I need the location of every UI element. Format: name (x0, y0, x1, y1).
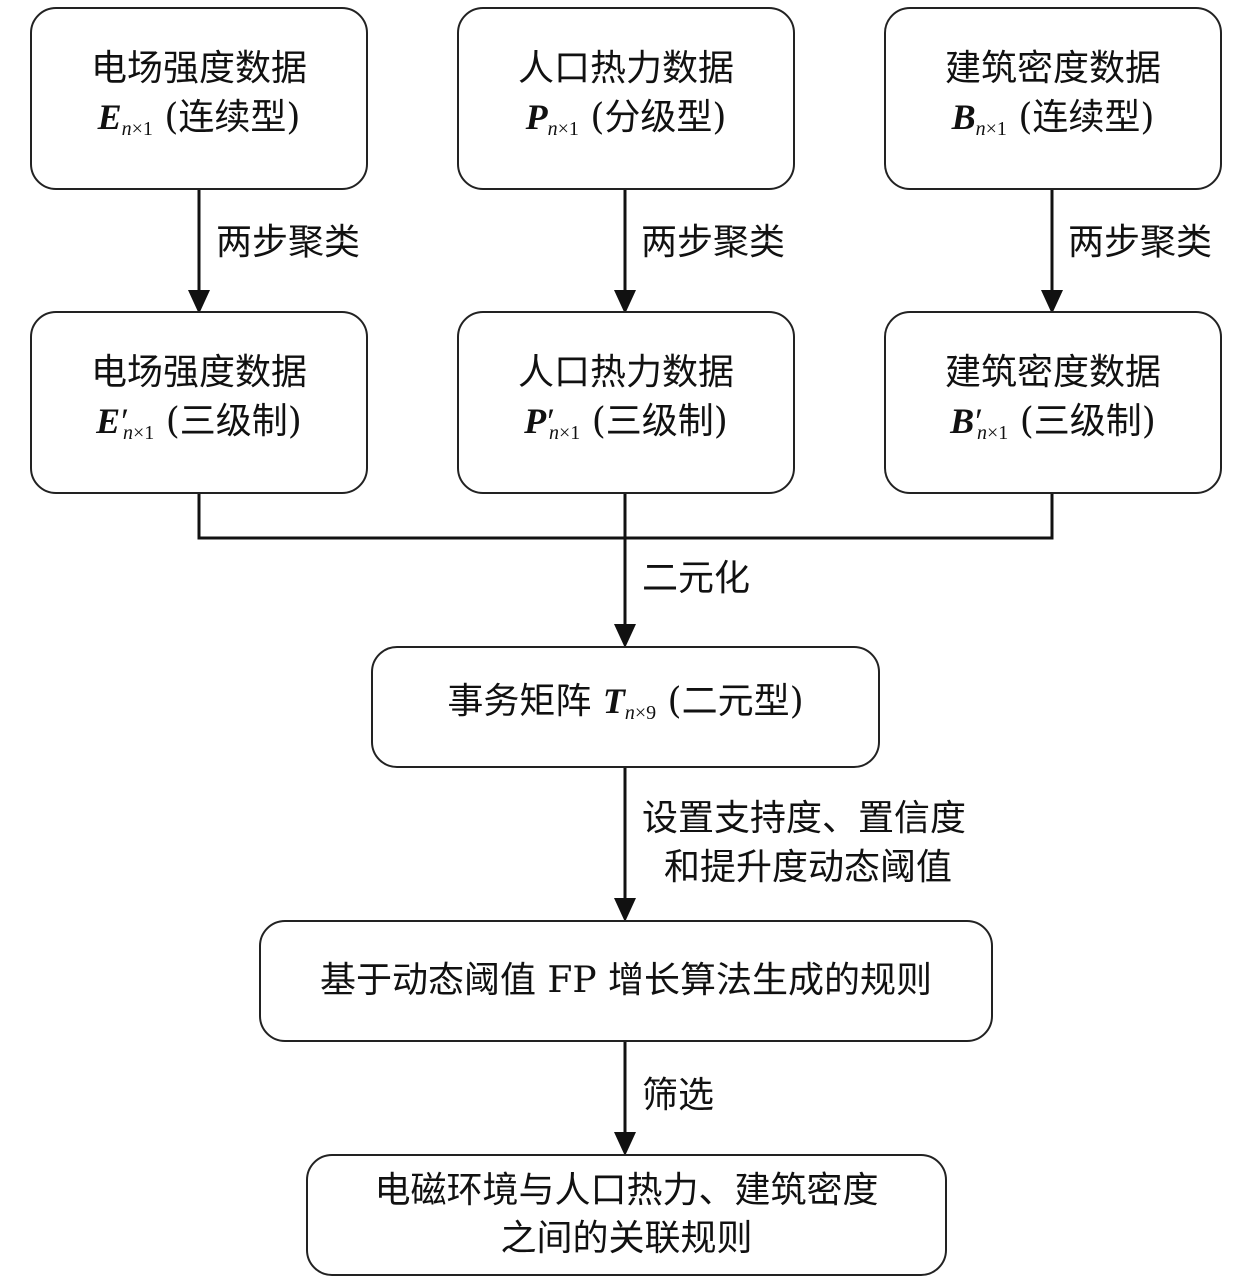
box-formula: Bn×1 (连续型) (952, 93, 1155, 153)
data-type: (连续型) (1018, 96, 1155, 138)
symbol: B (951, 96, 976, 137)
arrowhead-4 (614, 624, 636, 648)
arrowhead-6 (614, 1132, 636, 1156)
subscript-var: n (624, 702, 635, 724)
box-formula: Pn×1 (分级型) (526, 93, 727, 153)
prime-mark: ′ (975, 400, 984, 441)
symbol-letter: B (950, 400, 975, 441)
edge-label-cluster-1: 两步聚类 (216, 222, 361, 263)
edge-label-threshold-1: 设置支持度、置信度 (642, 798, 967, 839)
data-type: (二元型) (667, 681, 804, 722)
symbol: E (97, 96, 122, 137)
box-formula: En×1 (连续型) (98, 93, 301, 153)
subscript-var: n (549, 421, 560, 444)
result-line-1: 电磁环境与人口热力、建筑密度 (374, 1170, 879, 1211)
box-formula: P′n×1 (三级制) (524, 397, 728, 457)
data-type: (连续型) (164, 96, 301, 138)
subscript-dim: ×1 (133, 421, 155, 444)
subscript: n×9 (625, 702, 656, 724)
arrowhead-1 (188, 290, 210, 314)
edge-label-binarize: 二元化 (642, 558, 751, 599)
result-line-2: 之间的关联规则 (500, 1218, 753, 1259)
box-title: 人口热力数据 (517, 351, 734, 393)
subscript: n×1 (977, 422, 1008, 444)
symbol: B′ (950, 400, 983, 441)
matrix-formula: 事务矩阵 Tn×9 (二元型) (447, 677, 803, 737)
box-title: 建筑密度数据 (944, 351, 1161, 393)
symbol-letter: P (524, 400, 547, 441)
subscript: n×1 (122, 118, 153, 140)
edge-label-threshold-2: 和提升度动态阈值 (664, 847, 953, 888)
prime-mark: ′ (121, 400, 130, 441)
edge-label-cluster-2: 两步聚类 (641, 222, 786, 263)
data-type: (三级制) (1019, 400, 1156, 442)
rules-text: 基于动态阈值 FP 增长算法生成的规则 (319, 960, 933, 1001)
clustered-box-population-heat: 人口热力数据 P′n×1 (三级制) (457, 311, 795, 494)
subscript: n×1 (548, 118, 579, 140)
box-title: 人口热力数据 (517, 47, 734, 89)
subscript-var: n (121, 117, 132, 140)
subscript: n×1 (976, 118, 1007, 140)
subscript-dim: ×1 (131, 117, 153, 140)
box-formula: B′n×1 (三级制) (950, 397, 1156, 457)
subscript-var: n (123, 421, 134, 444)
data-type: (三级制) (591, 400, 728, 442)
box-formula: E′n×1 (三级制) (96, 397, 302, 457)
clustered-box-building-density: 建筑密度数据 B′n×1 (三级制) (884, 311, 1222, 494)
symbol: T (602, 681, 625, 721)
subscript-dim: ×1 (559, 421, 581, 444)
subscript-var: n (975, 117, 986, 140)
subscript-var: n (977, 421, 988, 444)
edge-label-cluster-3: 两步聚类 (1068, 222, 1213, 263)
subscript: n×1 (123, 422, 154, 444)
fp-growth-rules-box: 基于动态阈值 FP 增长算法生成的规则 (259, 920, 993, 1042)
box-title: 电场强度数据 (90, 47, 307, 89)
input-box-population-heat: 人口热力数据 Pn×1 (分级型) (457, 7, 795, 190)
subscript-dim: ×1 (557, 117, 579, 140)
subscript-dim: ×9 (634, 702, 657, 724)
edge-label-filter: 筛选 (642, 1075, 715, 1116)
subscript: n×1 (549, 422, 580, 444)
symbol-letter: E (96, 400, 121, 441)
box-title: 电场强度数据 (90, 351, 307, 393)
subscript-dim: ×1 (985, 117, 1007, 140)
matrix-prefix: 事务矩阵 (447, 681, 592, 722)
arrowhead-3 (1041, 290, 1063, 314)
prime-mark: ′ (547, 400, 556, 441)
data-type: (三级制) (165, 400, 302, 442)
arrowhead-5 (614, 898, 636, 922)
input-box-electric-field: 电场强度数据 En×1 (连续型) (30, 7, 368, 190)
transaction-matrix-box: 事务矩阵 Tn×9 (二元型) (371, 646, 880, 768)
symbol: E′ (96, 400, 129, 441)
subscript-dim: ×1 (987, 421, 1009, 444)
subscript-var: n (547, 117, 558, 140)
association-rules-box: 电磁环境与人口热力、建筑密度 之间的关联规则 (306, 1154, 947, 1276)
box-title: 建筑密度数据 (944, 47, 1161, 89)
data-type: (分级型) (590, 96, 727, 138)
arrowhead-2 (614, 290, 636, 314)
input-box-building-density: 建筑密度数据 Bn×1 (连续型) (884, 7, 1222, 190)
symbol: P′ (524, 400, 555, 441)
clustered-box-electric-field: 电场强度数据 E′n×1 (三级制) (30, 311, 368, 494)
symbol: P (525, 96, 548, 137)
